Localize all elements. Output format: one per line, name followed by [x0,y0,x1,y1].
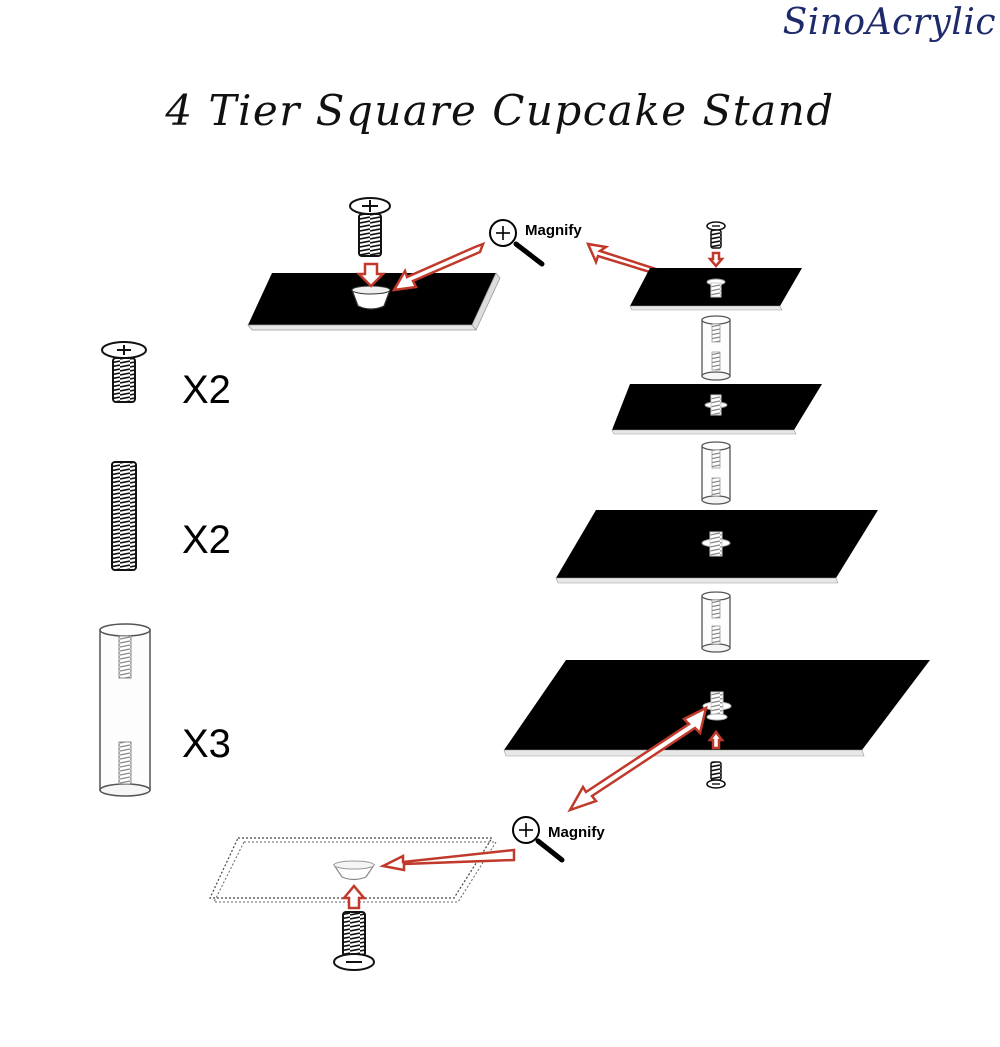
top-panel-detail [247,272,501,331]
page-title: 4 Tier Square Cupcake Stand [165,86,835,135]
threaded-rod-icon [111,461,137,571]
brand-logo: SinoAcrylic [782,2,996,43]
magnify-label-bottom: Magnify [548,824,605,841]
magnify-icon-top [489,219,545,267]
magnify-label-top: Magnify [525,222,582,239]
left-arrow-icon [379,848,516,872]
up-arrow-icon [341,884,367,910]
tier-3-panel [555,510,878,584]
tier-1-panel [629,268,802,311]
long-double-arrow-icon [567,705,708,813]
bottom-screw-small [706,761,726,789]
base-screw-icon [333,911,375,971]
spacer-tube-3 [701,591,731,653]
magnify-icon-bottom [512,816,565,863]
acrylic-spacer-tube-icon [99,623,151,797]
quantity-short-screw: X2 [182,368,231,412]
detail-arrow-icon [391,241,486,292]
spacer-tube-1 [701,315,731,381]
quantity-spacer-tube: X3 [182,722,231,766]
tier-2-panel [611,384,822,435]
down-arrow-icon [355,262,387,288]
spacer-tube-2 [701,441,731,505]
tier-4-panel [503,660,930,757]
top-screw-small [706,221,726,249]
countersunk-screw-icon [349,197,391,257]
small-down-arrow-icon [707,251,725,268]
base-panel-detail [209,837,497,903]
small-up-arrow-icon [707,729,725,750]
short-screw-icon [101,341,147,403]
quantity-threaded-rod: X2 [182,518,231,562]
